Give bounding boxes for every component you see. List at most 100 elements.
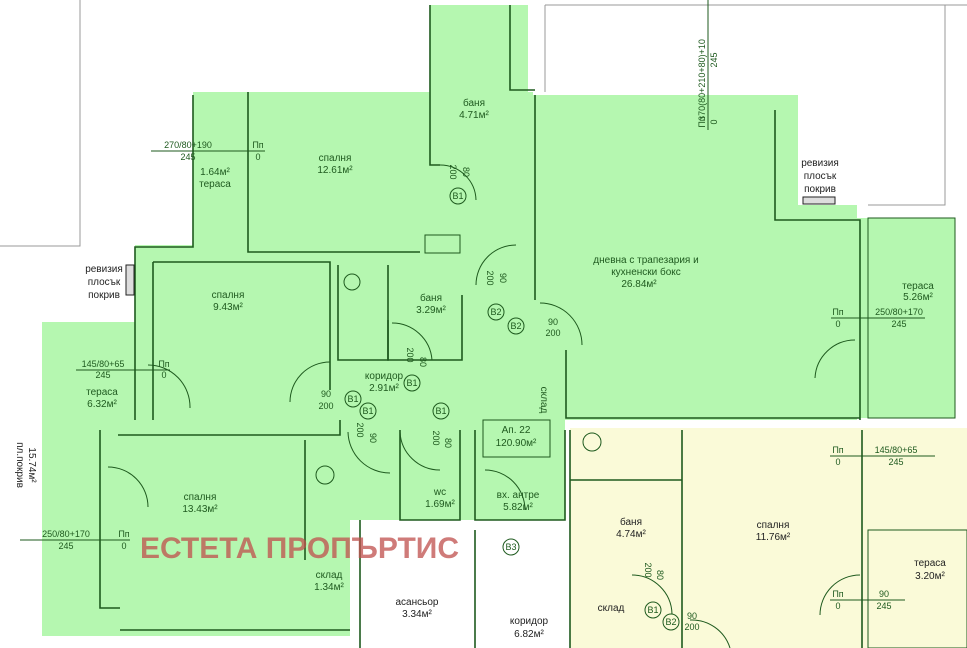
room-bed2-area: 9.43м² (213, 302, 243, 313)
room-wc-area: 1.69м² (425, 499, 455, 510)
room-wc-label: wc (433, 487, 446, 498)
room-bed1-label: спалня (319, 153, 352, 164)
window3-size: 250/80+170 (875, 307, 923, 317)
door-wc-width: 80 (443, 438, 453, 448)
room-corridor-area: 2.91м² (369, 383, 399, 394)
window5-pp: Пп (118, 529, 129, 539)
room-storage-area: 1.34м² (314, 582, 344, 593)
apartment-area (42, 5, 955, 636)
window7-pp: Пп (832, 589, 843, 599)
door-bed2-height: 200 (318, 401, 333, 411)
room-terrace2-label: тераса (902, 281, 934, 292)
room-storage-vertical: склад (538, 387, 549, 414)
door-bath1-height: 200 (448, 164, 458, 179)
room-terrace2-area: 5.26м² (903, 292, 933, 303)
door-bath2-width: 80 (418, 357, 428, 367)
roof-access-right-l3: покрив (804, 184, 836, 195)
room-bath1-area: 4.71м² (459, 110, 489, 121)
door-swings (107, 164, 861, 648)
room-bath2-area: 3.29м² (416, 305, 446, 316)
window6-pp: Пп (832, 445, 843, 455)
door-bath1-width: 80 (461, 167, 471, 177)
window6-height: 245 (888, 457, 903, 467)
window6-size: 145/80+65 (875, 445, 918, 455)
neighbor-storage-label: склад (598, 603, 625, 614)
window1-zero: 0 (255, 152, 260, 162)
roof-access-right-l2: плосък (804, 171, 837, 182)
window5-size: 250/80+170 (42, 529, 90, 539)
window7-height: 245 (876, 601, 891, 611)
room-living-label1: дневна с трапезария и (593, 255, 698, 266)
svg-text:B2: B2 (490, 307, 501, 317)
room-common-corridor-label: коридор (510, 616, 549, 627)
roof-access-left-l3: покрив (88, 290, 120, 301)
room-bed3-label: спалня (184, 492, 217, 503)
door-n-bath-width: 80 (655, 570, 665, 580)
watermark: ЕСТЕТА ПРОПЪРТИС (140, 532, 459, 565)
svg-text:B1: B1 (406, 378, 417, 388)
door-n-bath-height: 200 (643, 562, 653, 577)
door-tag: B1 (449, 187, 467, 205)
window3-zero: 0 (835, 319, 840, 329)
dimension-lines (20, 0, 935, 601)
svg-text:B2: B2 (510, 321, 521, 331)
roof-access-left-l1: ревизия (85, 264, 123, 275)
window1-height: 245 (180, 152, 195, 162)
door-tag: B2 (507, 317, 525, 335)
window2-height: 245 (709, 52, 719, 67)
door-tag: B1 (359, 402, 377, 420)
room-terrace3-area: 6.32м² (87, 399, 117, 410)
door-bed2-width: 90 (321, 389, 331, 399)
door-bed3-width: 90 (368, 433, 378, 443)
neighbor-bed-label: спалня (757, 520, 790, 531)
room-terrace3-label: тераса (86, 387, 118, 398)
roof-access-left-l2: плосък (88, 277, 121, 288)
window5-height: 245 (58, 541, 73, 551)
svg-text:B1: B1 (647, 605, 658, 615)
door-living-height: 200 (485, 270, 495, 285)
door-tag: B1 (344, 390, 362, 408)
window1-size: 270/80+190 (164, 140, 212, 150)
door-living2-height: 200 (545, 328, 560, 338)
room-terrace1-label: тераса (199, 179, 231, 190)
window1-pp: Пп (252, 140, 263, 150)
window2-zero: 0 (709, 119, 719, 124)
room-living-label2: кухненски бокс (611, 266, 681, 278)
svg-text:B1: B1 (347, 394, 358, 404)
neighbor-bed-area: 11.76м² (756, 532, 791, 543)
room-bed3-area: 13.43м² (182, 504, 218, 515)
door-bed3-height: 200 (355, 422, 365, 437)
door-wc-height: 200 (431, 430, 441, 445)
room-elevator-area: 3.34м² (402, 609, 432, 620)
svg-text:B1: B1 (362, 406, 373, 416)
window4-height: 245 (95, 370, 110, 380)
room-corridor-label: коридор (365, 371, 404, 382)
room-entry-label: вх. антре (497, 490, 540, 501)
window3-pp: Пп (832, 307, 843, 317)
window2-pp: Пп (697, 116, 707, 127)
door-n-bed-height: 200 (684, 622, 699, 632)
svg-text:B3: B3 (505, 542, 516, 552)
door-n-bed-width: 90 (687, 611, 697, 621)
window5-zero: 0 (121, 541, 126, 551)
roof-hatch-right (802, 196, 836, 205)
flat-roof-area: 15.74м² (26, 447, 37, 483)
door-living2-width: 90 (548, 317, 558, 327)
door-tag: B2 (487, 303, 505, 321)
walls (99, 5, 967, 648)
room-bath1-label: баня (463, 97, 485, 109)
svg-text:B1: B1 (452, 191, 463, 201)
room-terrace1-area: 1.64м² (200, 167, 230, 178)
window4-zero: 0 (161, 370, 166, 380)
window7-size: 90 (879, 589, 889, 599)
svg-text:B2: B2 (665, 617, 676, 627)
door-tag: B2 (662, 613, 680, 631)
neighbor-terrace-area: 3.20м² (915, 571, 945, 582)
neighbor-apartment (570, 428, 967, 648)
door-tag: B1 (432, 402, 450, 420)
flat-roof-label: пл.покрив (14, 442, 25, 488)
room-common-corridor-area: 6.82м² (514, 629, 544, 640)
door-tag: B3 (502, 538, 520, 556)
room-entry-area: 5.82м² (503, 502, 533, 513)
